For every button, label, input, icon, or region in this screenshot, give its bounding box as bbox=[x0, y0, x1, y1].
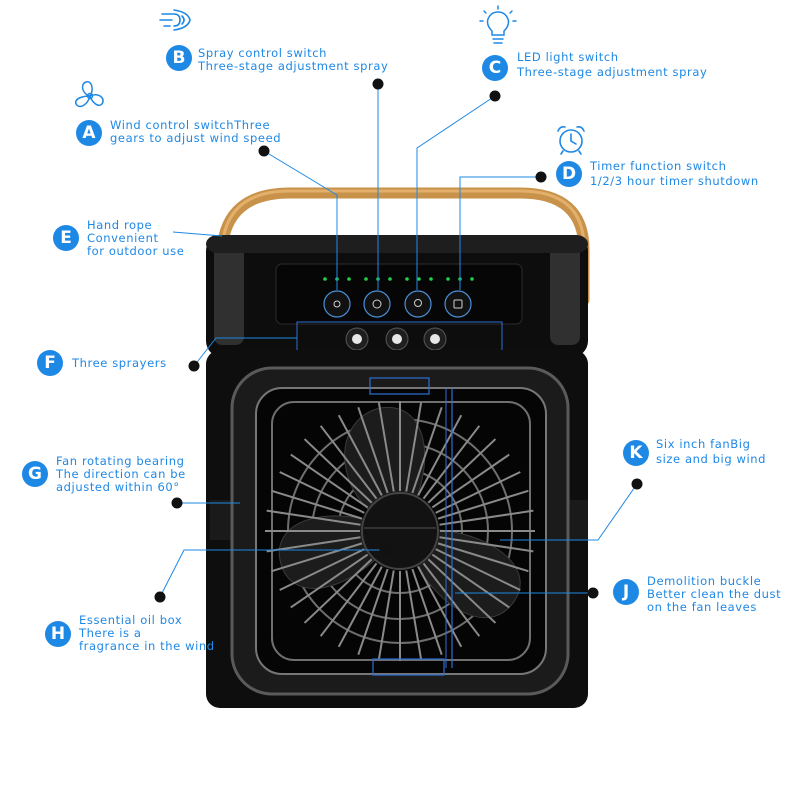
grille-spoke bbox=[411, 407, 443, 494]
label-b-line1: Spray control switch bbox=[198, 46, 328, 60]
grille-spoke bbox=[405, 570, 423, 660]
label-g-line3: adjusted within 60° bbox=[56, 480, 180, 494]
label-j-line3: on the fan leaves bbox=[647, 600, 757, 614]
grille-spoke bbox=[337, 414, 383, 496]
badge-f: F bbox=[37, 350, 63, 376]
grille-spoke bbox=[405, 402, 423, 492]
label-g: Fan rotating bearing The direction can b… bbox=[56, 455, 186, 494]
grille-spoke bbox=[439, 536, 534, 553]
badge-c: C bbox=[482, 55, 508, 81]
grille-spoke bbox=[427, 438, 497, 504]
label-c-line1: LED light switch bbox=[517, 50, 619, 64]
label-j: Demolition buckle Better clean the dust … bbox=[647, 575, 781, 614]
spray-button bbox=[363, 290, 391, 318]
label-k-line1: Six inch fanBig bbox=[656, 437, 751, 451]
grille-spoke bbox=[377, 402, 395, 492]
grille-spoke bbox=[303, 558, 373, 624]
label-a-line2: gears to adjust wind speed bbox=[110, 131, 282, 145]
grille-spoke bbox=[435, 548, 521, 591]
label-k-line2: size and big wind bbox=[656, 452, 767, 466]
top-buckle-box bbox=[369, 377, 430, 395]
badge-j: J bbox=[613, 579, 639, 605]
badge-d: D bbox=[556, 161, 582, 187]
grille-spoke bbox=[271, 542, 363, 573]
badge-k: K bbox=[623, 440, 649, 466]
badge-h: H bbox=[45, 621, 71, 647]
label-d: Timer function switch 1/2/3 hour timer s… bbox=[590, 159, 759, 189]
grille-spoke bbox=[279, 548, 365, 591]
label-h-line2: There is a bbox=[79, 626, 142, 640]
grille-spoke bbox=[337, 566, 383, 648]
label-c: LED light switch Three-stage adjustment … bbox=[517, 50, 707, 80]
label-e-line1: Hand rope bbox=[87, 218, 153, 232]
grille-spoke bbox=[411, 568, 443, 655]
grille-spoke bbox=[271, 489, 363, 520]
grille-spoke bbox=[290, 453, 369, 509]
grille-spoke bbox=[427, 558, 497, 624]
label-f: Three sprayers bbox=[72, 357, 167, 370]
grille-spoke bbox=[431, 453, 510, 509]
grille-spoke bbox=[266, 509, 361, 526]
label-e-line3: for outdoor use bbox=[87, 244, 185, 258]
grille-spoke bbox=[377, 570, 395, 660]
sprayers bbox=[345, 327, 447, 351]
grille-spoke bbox=[303, 438, 373, 504]
label-h: Essential oil box There is a fragrance i… bbox=[79, 614, 215, 653]
label-b: Spray control switch Three-stage adjustm… bbox=[198, 47, 388, 73]
badge-g: G bbox=[22, 461, 48, 487]
label-d-line1: Timer function switch bbox=[590, 159, 727, 173]
grille-spoke bbox=[290, 553, 369, 609]
spray-icon bbox=[159, 9, 191, 31]
grille-spoke bbox=[266, 536, 361, 553]
fan-icon bbox=[75, 81, 104, 108]
label-e: Hand rope Convenient for outdoor use bbox=[87, 219, 184, 258]
grille-spoke bbox=[431, 553, 510, 609]
label-g-line1: Fan rotating bearing bbox=[56, 454, 185, 468]
bottom-buckle-box bbox=[372, 658, 445, 676]
label-h-line1: Essential oil box bbox=[79, 613, 183, 627]
wind-button bbox=[323, 290, 351, 318]
grille-spoke bbox=[357, 407, 389, 494]
grille-spoke bbox=[279, 471, 365, 514]
badge-b: B bbox=[166, 45, 192, 71]
grille-spoke bbox=[437, 542, 529, 573]
label-e-line2: Convenient bbox=[87, 231, 159, 245]
label-d-line2: 1/2/3 hour timer shutdown bbox=[590, 174, 759, 188]
grille-spoke bbox=[319, 425, 378, 500]
label-a: Wind control switchThree gears to adjust… bbox=[110, 119, 281, 145]
alarm-clock-icon bbox=[557, 126, 585, 155]
label-b-line2: Three-stage adjustment spray bbox=[198, 59, 389, 73]
label-h-line3: fragrance in the wind bbox=[79, 639, 215, 653]
grille-spoke bbox=[357, 568, 389, 655]
label-a-line1: Wind control switchThree bbox=[110, 118, 271, 132]
label-j-line2: Better clean the dust bbox=[647, 587, 782, 601]
light-bulb-icon bbox=[479, 5, 517, 44]
grille-spoke bbox=[439, 509, 534, 526]
label-g-line2: The direction can be bbox=[56, 467, 186, 481]
grille-spoke bbox=[319, 562, 378, 637]
light-button bbox=[404, 290, 432, 318]
grille-spoke bbox=[437, 489, 529, 520]
timer-button bbox=[444, 290, 472, 318]
badge-e: E bbox=[53, 225, 79, 251]
grille-spoke bbox=[417, 414, 463, 496]
grille-spoke bbox=[417, 566, 463, 648]
label-c-line2: Three-stage adjustment spray bbox=[517, 65, 708, 79]
badge-a: A bbox=[76, 120, 102, 146]
label-j-line1: Demolition buckle bbox=[647, 574, 762, 588]
label-f-line1: Three sprayers bbox=[72, 356, 167, 370]
label-k: Six inch fanBig size and big wind bbox=[656, 437, 766, 467]
grille-spokes bbox=[265, 401, 535, 661]
grille-spoke bbox=[435, 471, 521, 514]
